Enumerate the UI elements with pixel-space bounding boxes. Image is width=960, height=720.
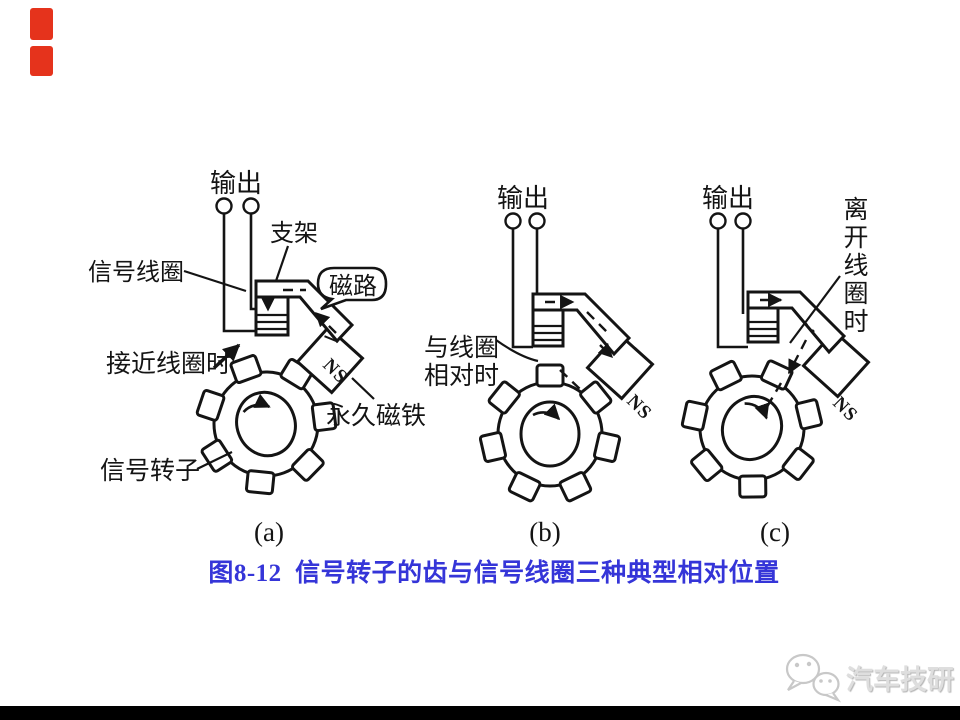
permanent-magnet-a: [295, 325, 365, 395]
flux-dash-c: [799, 317, 815, 333]
signal-rotor-gear-b: [480, 365, 620, 502]
diagram-a: 输出 支架 磁路 信号线圈 接近线圈时 永久磁铁 信号转子 NS (a): [88, 169, 426, 547]
leader-leaving-coil: [789, 275, 841, 344]
magnetic-circuit-bubble: [316, 266, 388, 311]
leaving-coil-char: 离: [843, 196, 868, 224]
magnetic-circuit-label: 磁路: [329, 273, 377, 300]
output-terminal: [242, 197, 260, 215]
leader-permanent-magnet: [351, 377, 375, 400]
red-corner-mark-top: [30, 8, 53, 40]
leader-bracket: [274, 245, 290, 282]
leader-facing-coil: [495, 339, 539, 363]
magnet-pole-letters-c: NS: [828, 393, 861, 426]
wechat-bubbles-icon: [785, 653, 842, 703]
facing-coil-label-line1: 与线圈: [424, 334, 499, 362]
output-terminal: [528, 212, 546, 230]
coil-windings-a: [256, 313, 288, 331]
leader-signal-rotor: [196, 451, 233, 470]
leaving-coil-char: 圈: [843, 281, 868, 308]
flux-arrow-up-a: [314, 311, 337, 334]
figure-caption: 图8-12 信号转子的齿与信号线圈三种典型相对位置: [208, 560, 780, 587]
signal-rotor-label: 信号转子: [100, 457, 200, 485]
diagram-b: 输出 与线圈 相对时 NS (b): [424, 184, 656, 547]
permanent-magnet-label: 永久磁铁: [326, 402, 426, 430]
red-corner-mark-bottom: [30, 46, 53, 76]
output-terminal: [215, 197, 233, 215]
flux-dash-b: [586, 311, 609, 334]
approaching-coil-label: 接近线圈时: [106, 350, 231, 378]
signal-coil-label: 信号线圈: [88, 259, 184, 286]
flux-dash-tooth-c: [762, 382, 783, 413]
facing-coil-label-line2: 相对时: [424, 362, 499, 390]
bracket-label: 支架: [270, 220, 318, 247]
watermark: 汽车技研: [782, 648, 954, 704]
flux-dash-tooth-b: [559, 369, 584, 393]
leaving-coil-label: 离 开 线 圈 时: [843, 196, 868, 336]
output-terminal: [709, 212, 727, 230]
bottom-black-bar: [0, 706, 960, 720]
leaving-coil-char: 时: [843, 308, 868, 336]
flux-arrow-down-c: [787, 339, 808, 375]
flux-arrow-magnet-b: [597, 342, 614, 359]
leader-signal-coil: [183, 269, 247, 293]
output-wires-a: [222, 213, 257, 333]
coil-windings-c: [748, 320, 778, 338]
output-terminal: [734, 212, 752, 230]
diagram-c: 输出 离 开 线 圈 时 NS (c): [660, 184, 871, 547]
coil-windings-b: [533, 324, 563, 342]
sub-label-b: (b): [529, 517, 560, 547]
magnet-pole-letters-b: NS: [622, 391, 655, 424]
output-label-a: 输出: [210, 169, 262, 198]
output-wires-c: [716, 228, 748, 349]
permanent-magnet-c: [801, 329, 871, 399]
sub-label-a: (a): [254, 517, 284, 547]
leaving-coil-char: 线: [843, 252, 868, 280]
watermark-text: 汽车技研: [846, 665, 954, 695]
leaving-coil-char: 开: [843, 225, 868, 252]
output-label-c: 输出: [702, 184, 754, 213]
output-terminal: [504, 212, 522, 230]
output-label-b: 输出: [497, 184, 549, 213]
sub-label-c: (c): [760, 517, 790, 547]
approach-arrow-a: [212, 343, 241, 370]
